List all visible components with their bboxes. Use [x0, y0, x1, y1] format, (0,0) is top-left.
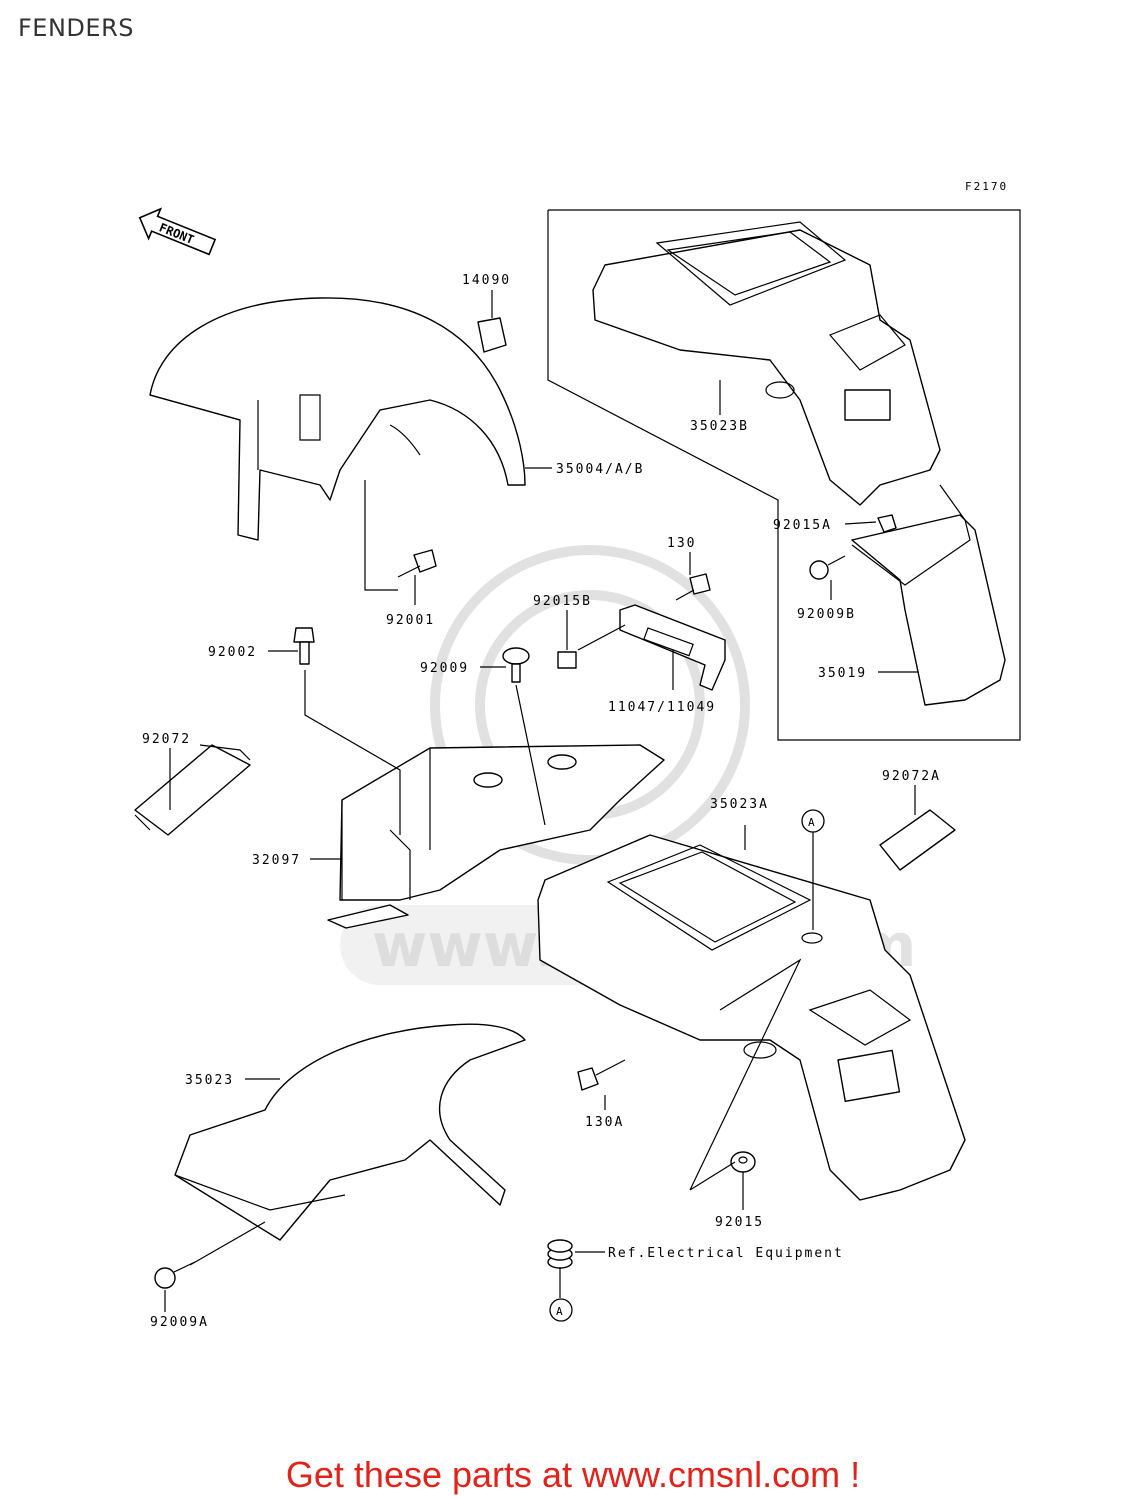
figure-id: F2170: [965, 180, 1008, 193]
front-fender-35004: [149, 297, 526, 541]
inset-frame: [547, 209, 1021, 741]
label-130A: 130A: [585, 1115, 624, 1130]
bolt-130A: [577, 1059, 626, 1091]
label-92009: 92009: [420, 661, 469, 676]
nut-92015A: [877, 514, 897, 533]
label-14090: 14090: [462, 273, 511, 288]
battery-case-32097: [327, 744, 665, 929]
label-92001: 92001: [386, 613, 435, 628]
svg-text:A: A: [556, 1305, 565, 1318]
leader-lines: [164, 290, 918, 1312]
callout-a-lower: A: [549, 1298, 573, 1322]
label-92015A: 92015A: [773, 518, 832, 533]
label-11047-11049: 11047/11049: [608, 700, 716, 715]
inner-fender-35023: [174, 1023, 526, 1241]
label-32097: 32097: [252, 853, 301, 868]
label-92072: 92072: [142, 732, 191, 747]
damper-ref-electrical: [547, 1239, 573, 1269]
strap-92072: [134, 744, 251, 836]
page-title: FENDERS: [18, 14, 134, 42]
label-35004: 35004/A/B: [556, 462, 644, 477]
nut-92015B: [557, 651, 577, 669]
label-92015: 92015: [715, 1215, 764, 1230]
bolt-92001: [397, 549, 437, 578]
bolt-130: [675, 573, 711, 601]
label-92072A: 92072A: [882, 769, 941, 784]
buy-parts-link[interactable]: Get these parts at www.cmsnl.com !: [285, 1454, 861, 1495]
screw-92009B: [809, 555, 846, 580]
label-35019: 35019: [818, 666, 867, 681]
bolt-92002: [293, 627, 315, 665]
label-92015B: 92015B: [533, 594, 592, 609]
label-ref-electrical: Ref.Electrical Equipment: [608, 1246, 844, 1261]
mudflap-35019: [851, 484, 1006, 706]
label-92009B: 92009B: [797, 607, 856, 622]
callout-a-upper: A: [801, 809, 825, 833]
strap-92072A: [879, 809, 956, 871]
screw-92009: [502, 647, 530, 683]
svg-text:A: A: [808, 816, 817, 829]
bracket-11047: [619, 604, 726, 691]
front-direction-arrow: FRONT: [138, 207, 217, 256]
part-14090: [477, 317, 507, 353]
label-92002: 92002: [208, 645, 257, 660]
label-35023A: 35023A: [710, 797, 769, 812]
label-35023B: 35023B: [690, 419, 749, 434]
label-35023: 35023: [185, 1073, 234, 1088]
rear-fender-35023B: [592, 221, 941, 506]
label-130: 130: [667, 536, 696, 551]
screw-92009A: [154, 1261, 196, 1289]
rear-fender-35023A: [537, 834, 966, 1201]
label-92009A: 92009A: [150, 1315, 209, 1330]
